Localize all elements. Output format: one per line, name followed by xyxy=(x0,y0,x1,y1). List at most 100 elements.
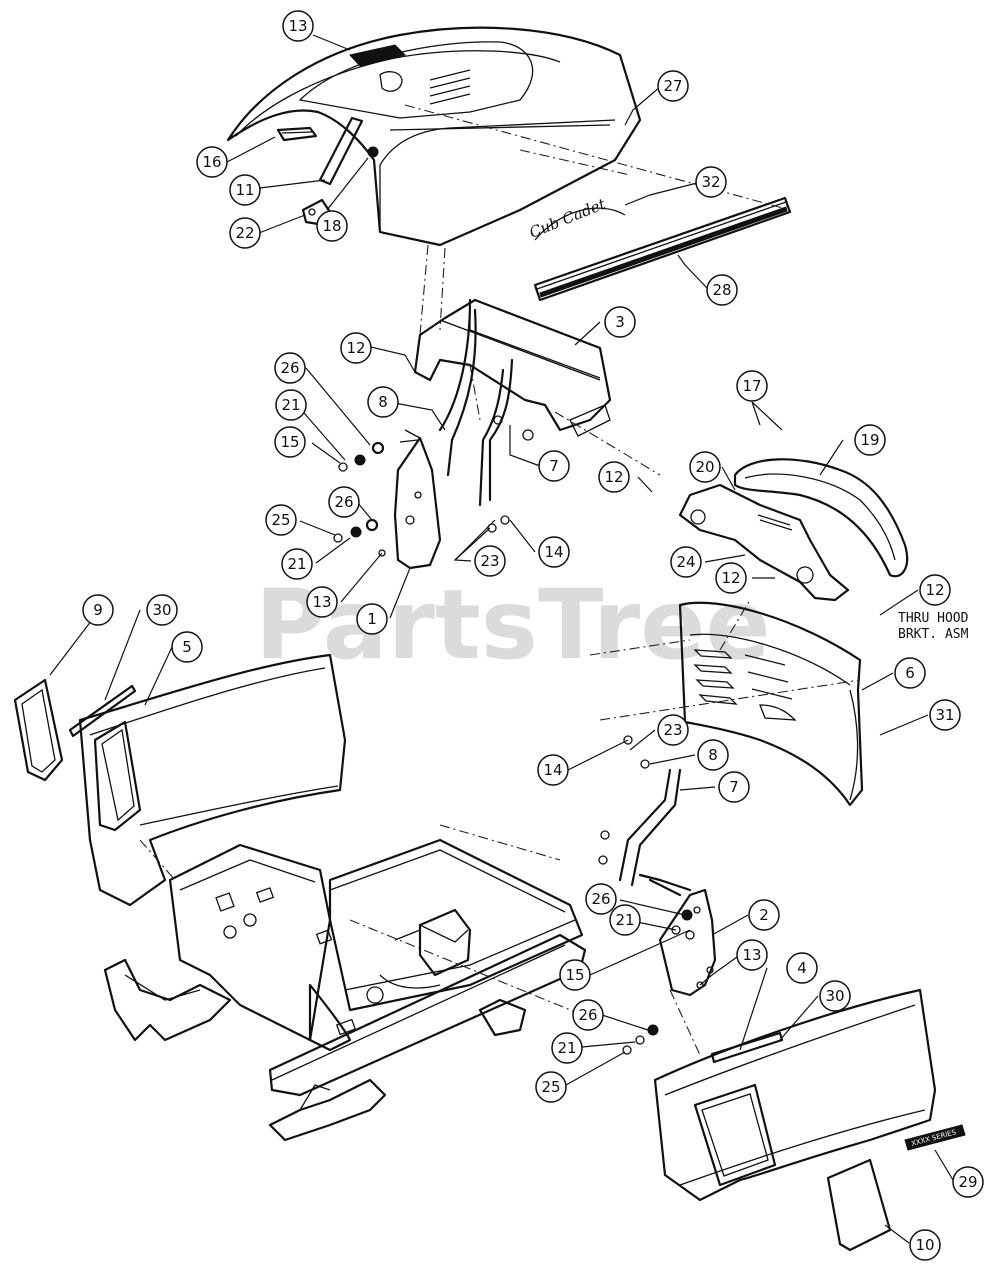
callout-8: 8 xyxy=(697,739,729,771)
callout-13: 13 xyxy=(736,939,768,971)
chassis-frame xyxy=(103,838,587,1142)
svg-text:14: 14 xyxy=(543,761,562,779)
callout-13: 13 xyxy=(282,10,314,42)
callout-21: 21 xyxy=(551,1032,583,1064)
svg-text:8: 8 xyxy=(378,393,388,411)
callout-31: 31 xyxy=(929,699,961,731)
callout-11: 11 xyxy=(229,174,261,206)
callout-25: 25 xyxy=(265,504,297,536)
svg-text:26: 26 xyxy=(578,1006,597,1024)
note-line-1: THRU HOOD xyxy=(898,611,969,626)
svg-text:14: 14 xyxy=(544,543,563,561)
svg-text:25: 25 xyxy=(541,1078,560,1096)
callout-30: 30 xyxy=(819,980,851,1012)
svg-text:19: 19 xyxy=(860,431,879,449)
svg-text:7: 7 xyxy=(729,778,739,796)
svg-text:26: 26 xyxy=(591,890,610,908)
svg-text:13: 13 xyxy=(312,593,331,611)
svg-text:23: 23 xyxy=(480,552,499,570)
svg-text:23: 23 xyxy=(663,721,682,739)
right-hinge-plate xyxy=(658,888,717,997)
svg-text:18: 18 xyxy=(322,217,341,235)
callout-22: 22 xyxy=(229,217,261,249)
svg-text:32: 32 xyxy=(701,173,720,191)
callout-23: 23 xyxy=(657,714,689,746)
svg-text:29: 29 xyxy=(958,1173,977,1191)
svg-text:21: 21 xyxy=(557,1039,576,1057)
callout-26: 26 xyxy=(274,352,306,384)
left-side-panel xyxy=(78,653,347,907)
callouts: 13 27 16 11 22 18 32 28 3 12 26 8 21 15 … xyxy=(82,10,984,1261)
callout-12: 12 xyxy=(598,461,630,493)
callout-26: 26 xyxy=(328,486,360,518)
svg-text:30: 30 xyxy=(152,601,171,619)
callout-30: 30 xyxy=(146,594,178,626)
hood-bracket-note: THRU HOOD BRKT. ASM xyxy=(898,611,969,642)
callout-2: 2 xyxy=(748,899,780,931)
svg-text:26: 26 xyxy=(334,493,353,511)
callout-29: 29 xyxy=(952,1166,984,1198)
svg-text:26: 26 xyxy=(280,359,299,377)
left-panel-trim xyxy=(68,684,137,738)
right-panel-trim xyxy=(710,1031,784,1064)
callout-23: 23 xyxy=(474,545,506,577)
callout-26: 26 xyxy=(572,999,604,1031)
callout-12: 12 xyxy=(919,574,951,606)
svg-text:21: 21 xyxy=(287,555,306,573)
callout-27: 27 xyxy=(657,70,689,102)
svg-text:28: 28 xyxy=(712,281,731,299)
callout-14: 14 xyxy=(538,536,570,568)
hood-bumper xyxy=(276,126,318,142)
svg-text:5: 5 xyxy=(182,638,192,656)
callout-21: 21 xyxy=(281,548,313,580)
headlight-bracket xyxy=(678,483,850,602)
svg-text:22: 22 xyxy=(235,224,254,242)
svg-text:6: 6 xyxy=(905,664,915,682)
callout-28: 28 xyxy=(706,274,738,306)
svg-text:8: 8 xyxy=(708,746,718,764)
svg-text:31: 31 xyxy=(935,706,954,724)
callout-12: 12 xyxy=(715,562,747,594)
hood-knob xyxy=(367,146,379,158)
right-fasteners xyxy=(593,735,714,1055)
svg-text:15: 15 xyxy=(565,966,584,984)
callout-18: 18 xyxy=(316,210,348,242)
callout-3: 3 xyxy=(604,306,636,338)
left-fasteners xyxy=(333,415,534,557)
callout-1: 1 xyxy=(356,603,388,635)
svg-text:13: 13 xyxy=(742,946,761,964)
svg-text:1: 1 xyxy=(367,610,377,628)
right-side-insert xyxy=(826,1158,892,1252)
svg-text:13: 13 xyxy=(288,17,307,35)
callout-19: 19 xyxy=(854,424,886,456)
svg-text:3: 3 xyxy=(615,313,625,331)
svg-text:7: 7 xyxy=(549,457,559,475)
svg-text:10: 10 xyxy=(915,1236,934,1254)
callout-21: 21 xyxy=(609,904,641,936)
callout-7: 7 xyxy=(538,450,570,482)
callout-25: 25 xyxy=(535,1071,567,1103)
grille xyxy=(678,601,864,807)
svg-text:16: 16 xyxy=(202,153,221,171)
svg-text:15: 15 xyxy=(280,433,299,451)
callout-8: 8 xyxy=(367,386,399,418)
svg-text:30: 30 xyxy=(825,987,844,1005)
callout-13: 13 xyxy=(306,586,338,618)
callout-16: 16 xyxy=(196,146,228,178)
svg-text:20: 20 xyxy=(695,458,714,476)
svg-text:17: 17 xyxy=(742,377,761,395)
hood-stripe-decal xyxy=(533,196,792,302)
callout-15: 15 xyxy=(559,959,591,991)
svg-text:12: 12 xyxy=(346,339,365,357)
callout-20: 20 xyxy=(689,451,721,483)
headlight-housing xyxy=(733,458,909,578)
note-line-2: BRKT. ASM xyxy=(898,627,969,642)
svg-text:11: 11 xyxy=(235,181,254,199)
hood-strap xyxy=(318,116,364,186)
svg-text:12: 12 xyxy=(721,569,740,587)
callout-14: 14 xyxy=(537,754,569,786)
watermark: PartsTree xyxy=(255,569,770,681)
svg-text:25: 25 xyxy=(271,511,290,529)
callout-7: 7 xyxy=(718,771,750,803)
left-support-rod xyxy=(438,298,514,507)
